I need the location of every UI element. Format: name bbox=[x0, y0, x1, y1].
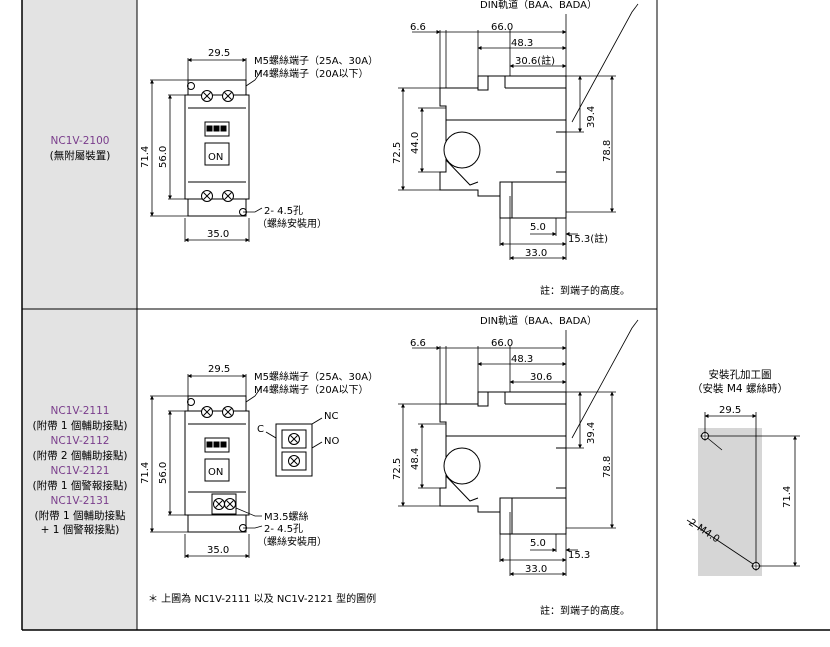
svg-text:15.3(註): 15.3(註) bbox=[568, 233, 608, 245]
svg-text:66.0: 66.0 bbox=[491, 338, 513, 349]
row2-side-dims bbox=[398, 319, 639, 576]
svg-text:6.6: 6.6 bbox=[410, 22, 426, 33]
svg-text:71.4: 71.4 bbox=[140, 146, 151, 168]
svg-text:72.5: 72.5 bbox=[392, 458, 403, 480]
model-name: NC1V-2131 bbox=[51, 495, 110, 507]
mounting-title: 安裝孔加工圖 bbox=[709, 368, 772, 381]
svg-text:M4螺絲端子（20A以下）: M4螺絲端子（20A以下） bbox=[254, 67, 369, 80]
model-desc: (附帶 1 個輔助接點) bbox=[32, 419, 127, 432]
row2-front-dims bbox=[150, 374, 263, 558]
svg-text:29.5: 29.5 bbox=[208, 48, 230, 59]
mounting-hole-icon bbox=[751, 561, 761, 571]
aux-contact-inset bbox=[265, 417, 323, 477]
svg-text:48.3: 48.3 bbox=[511, 354, 533, 365]
svg-text:56.0: 56.0 bbox=[158, 146, 169, 168]
svg-text:2- 4.5孔: 2- 4.5孔 bbox=[264, 523, 303, 535]
row1-front-dim-text: 29.5 35.0 71.4 56.0 M5螺絲端子（25A、30A） M4螺絲… bbox=[140, 48, 378, 240]
svg-text:15.3: 15.3 bbox=[568, 550, 590, 561]
svg-text:35.0: 35.0 bbox=[207, 545, 229, 556]
aux-contact-labels: NC NO C bbox=[257, 411, 339, 447]
svg-text:33.0: 33.0 bbox=[525, 564, 547, 575]
svg-text:48.4: 48.4 bbox=[410, 448, 421, 470]
row1-model-label: NC1V-2100 (無附屬裝置) bbox=[50, 135, 111, 162]
svg-text:（螺絲安裝用）: （螺絲安裝用） bbox=[257, 217, 327, 230]
svg-text:（螺絲安裝用）: （螺絲安裝用） bbox=[257, 535, 327, 548]
svg-text:2- 4.5孔: 2- 4.5孔 bbox=[264, 205, 303, 217]
svg-text:39.4: 39.4 bbox=[586, 106, 597, 128]
model-name: NC1V-2111 bbox=[51, 405, 110, 417]
svg-text:78.8: 78.8 bbox=[602, 140, 613, 162]
row2-side-dim-text: DIN軌道（BAA、BADA） 6.6 66.0 48.3 30.6 72.5 … bbox=[392, 314, 613, 575]
row2-side-view bbox=[439, 391, 567, 535]
row1-front-dims bbox=[150, 58, 263, 242]
svg-text:78.8: 78.8 bbox=[602, 456, 613, 478]
row2-front-view bbox=[184, 395, 250, 533]
svg-text:39.4: 39.4 bbox=[586, 422, 597, 444]
mounting-hole-diagram: 安裝孔加工圖 （安裝 M4 螺絲時） 29.5 71.4 2-M4.0 bbox=[686, 368, 800, 576]
row1-side-dims bbox=[398, 3, 639, 260]
svg-text:30.6: 30.6 bbox=[530, 372, 552, 383]
svg-text:NC: NC bbox=[324, 411, 338, 422]
svg-text:72.5: 72.5 bbox=[392, 142, 403, 164]
model-desc: (附帶 2 個輔助接點) bbox=[32, 449, 127, 462]
svg-text:5.0: 5.0 bbox=[530, 222, 546, 233]
row1-front-view bbox=[184, 79, 250, 217]
row1-side-dim-text: DIN軌道（BAA、BADA） 6.6 66.0 48.3 30.6(註) 72… bbox=[392, 0, 613, 259]
mounting-hole-icon bbox=[700, 431, 710, 441]
model-desc: (附帶 1 個輔助接點 bbox=[35, 509, 126, 522]
row1-note: 註：到端子的高度。 bbox=[540, 284, 630, 297]
row2-note: 註：到端子的高度。 bbox=[540, 604, 630, 617]
svg-text:NO: NO bbox=[324, 436, 339, 447]
row2-front-dim-text: 29.5 35.0 71.4 56.0 M5螺絲端子（25A、30A） M4螺絲… bbox=[140, 364, 378, 556]
svg-text:M5螺絲端子（25A、30A）: M5螺絲端子（25A、30A） bbox=[254, 370, 378, 383]
svg-text:71.4: 71.4 bbox=[140, 462, 151, 484]
svg-text:35.0: 35.0 bbox=[207, 229, 229, 240]
row2-footnote: ＊ 上圖為 NC1V-2111 以及 NC1V-2121 型的圖例 bbox=[148, 592, 376, 605]
svg-text:44.0: 44.0 bbox=[410, 132, 421, 154]
on-label: ON bbox=[208, 467, 223, 478]
table-frame bbox=[21, 0, 830, 631]
model-desc: + 1 個警報接點) bbox=[41, 523, 120, 536]
svg-text:6.6: 6.6 bbox=[410, 338, 426, 349]
svg-text:5.0: 5.0 bbox=[530, 538, 546, 549]
svg-text:71.4: 71.4 bbox=[782, 486, 793, 508]
model-desc: (無附屬裝置) bbox=[50, 149, 111, 162]
svg-text:DIN軌道（BAA、BADA）: DIN軌道（BAA、BADA） bbox=[480, 0, 597, 11]
row1-side-view bbox=[439, 75, 567, 219]
svg-text:29.5: 29.5 bbox=[208, 364, 230, 375]
svg-text:M3.5螺絲: M3.5螺絲 bbox=[264, 510, 309, 523]
svg-text:M5螺絲端子（25A、30A）: M5螺絲端子（25A、30A） bbox=[254, 54, 378, 67]
row2-model-label: NC1V-2111 (附帶 1 個輔助接點) NC1V-2112 (附帶 2 個… bbox=[32, 405, 127, 536]
svg-text:56.0: 56.0 bbox=[158, 462, 169, 484]
model-name: NC1V-2112 bbox=[51, 435, 110, 447]
svg-text:33.0: 33.0 bbox=[525, 248, 547, 259]
svg-text:66.0: 66.0 bbox=[491, 22, 513, 33]
svg-text:M4螺絲端子（20A以下）: M4螺絲端子（20A以下） bbox=[254, 383, 369, 396]
mounting-plate bbox=[698, 428, 762, 576]
svg-text:C: C bbox=[257, 424, 264, 435]
model-desc: (附帶 1 個警報接點) bbox=[32, 479, 127, 492]
svg-text:30.6(註): 30.6(註) bbox=[515, 55, 555, 67]
svg-text:48.3: 48.3 bbox=[511, 38, 533, 49]
model-name: NC1V-2100 bbox=[51, 135, 110, 147]
model-name: NC1V-2121 bbox=[51, 465, 110, 477]
svg-text:DIN軌道（BAA、BADA）: DIN軌道（BAA、BADA） bbox=[480, 314, 597, 327]
svg-text:29.5: 29.5 bbox=[719, 405, 741, 416]
on-label: ON bbox=[208, 152, 223, 163]
mounting-subtitle: （安裝 M4 螺絲時） bbox=[692, 382, 788, 395]
